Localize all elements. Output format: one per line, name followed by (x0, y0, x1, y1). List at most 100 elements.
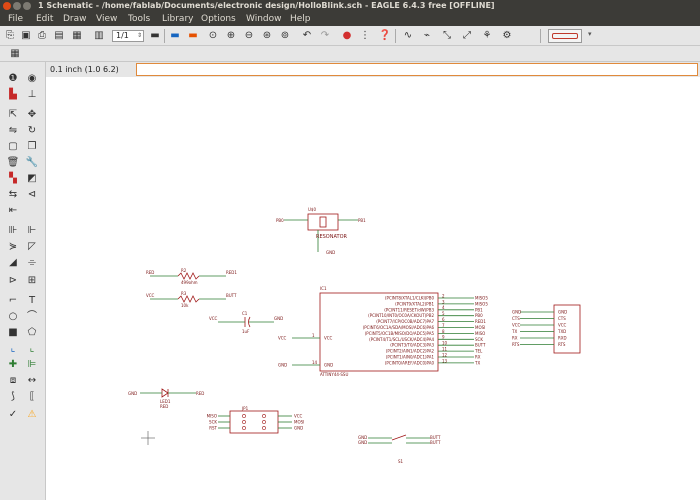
copy-icon[interactable]: ❐ (27, 141, 37, 152)
mark-icon[interactable]: ⊥ (27, 89, 37, 100)
library-update-icon[interactable]: ▬ (188, 30, 198, 41)
warning-icon[interactable]: ⚠ (27, 409, 37, 420)
menu-draw[interactable]: Draw (63, 14, 87, 24)
menu-library[interactable]: Library (162, 14, 194, 24)
resistor-r2[interactable]: R2 RED RED1 499ohm (146, 268, 237, 285)
junction-icon[interactable]: ✚ (8, 359, 18, 370)
grid-icon[interactable]: ▦ (10, 48, 20, 59)
board-switch-icon[interactable]: ▬ (150, 30, 160, 41)
invoke-icon[interactable]: ⋟ (8, 241, 18, 252)
maximize-window-button[interactable] (23, 2, 31, 10)
pinswap-tool-icon[interactable]: ⌯ (28, 257, 36, 268)
cam-processor-icon[interactable]: ▤ (54, 30, 64, 41)
zoom-select-icon[interactable]: ⊚ (280, 30, 290, 41)
redo-icon[interactable]: ↷ (320, 30, 330, 41)
ic1-right-pin-number: 11 (442, 347, 448, 352)
script-icon[interactable]: ▦ (72, 30, 82, 41)
value-icon[interactable]: ⊩ (27, 225, 37, 236)
menu-view[interactable]: View (96, 14, 118, 24)
move-arrows-icon[interactable]: ✥ (27, 109, 37, 120)
rect-icon[interactable]: ■ (8, 327, 18, 338)
delete-icon[interactable]: 🗑 (6, 157, 20, 168)
modules-icon[interactable]: ⟦ (29, 391, 35, 402)
optimize-icon[interactable]: ◢ (9, 257, 17, 268)
pinswap-icon[interactable]: ⌁ (423, 30, 431, 41)
command-input[interactable] (136, 63, 698, 76)
print-icon[interactable]: ⎙ (38, 30, 46, 41)
menu-file[interactable]: File (8, 14, 24, 24)
circle-icon[interactable]: ○ (8, 311, 18, 322)
info-icon[interactable]: ❶ (8, 73, 18, 84)
dimension-icon[interactable]: ↔ (27, 375, 37, 386)
spin-icon[interactable]: ⇕ (136, 32, 142, 39)
erc-icon[interactable]: ⚘ (482, 30, 492, 41)
capacitor-c1[interactable]: C1 VCC GND 1uF (209, 311, 283, 334)
design-link-button[interactable] (548, 29, 582, 43)
gateswap-tool-icon[interactable]: ⊳ (8, 275, 18, 286)
new-file-icon[interactable]: ⎘ (6, 30, 14, 41)
move-icon[interactable]: ⇱ (8, 109, 18, 120)
text-icon[interactable]: T (28, 295, 36, 306)
sheet-select[interactable]: 1/1 ⇕ (112, 30, 144, 42)
gear-icon[interactable]: ⚙ (502, 30, 512, 41)
switch-part[interactable]: GND GND BUTT BUTT S1 (358, 434, 441, 464)
sheet-icon[interactable]: ▥ (94, 30, 104, 41)
frame-icon[interactable]: ⟆ (11, 391, 15, 402)
minimize-window-button[interactable] (13, 2, 21, 10)
ripup-icon[interactable]: ⤢ (463, 30, 471, 41)
arc-icon[interactable]: ⌒ (27, 311, 37, 322)
attribute-icon[interactable]: ⧈ (9, 375, 17, 386)
change-icon[interactable]: 🔧 (25, 157, 39, 168)
signal-icon[interactable]: ∿ (403, 30, 413, 41)
net-icon[interactable]: ⌞ (29, 343, 35, 354)
led-part[interactable]: GND RED LED1 RED (128, 388, 204, 409)
undo-icon[interactable]: ↶ (302, 30, 312, 41)
wire-icon[interactable]: ⌐ (8, 295, 18, 306)
menu-options[interactable]: Options (201, 14, 236, 24)
go-icon[interactable]: ⋮ (360, 30, 370, 41)
gateswap-icon[interactable]: ⇆ (8, 189, 18, 200)
window-title: 1 Schematic - /home/fablab/Documents/ele… (38, 1, 495, 10)
resonator-part[interactable]: U$0 PB0 PB1 RESONATOR GND (276, 207, 366, 255)
menu-help[interactable]: Help (290, 14, 311, 24)
polygon-icon[interactable]: ⬠ (27, 327, 37, 338)
rotate-icon[interactable]: ↻ (27, 125, 37, 136)
zoom-out-icon[interactable]: ⊖ (244, 30, 254, 41)
show-icon[interactable]: ◉ (27, 73, 37, 84)
replace-icon[interactable]: ◩ (27, 173, 37, 184)
zoom-redraw-icon[interactable]: ⊛ (262, 30, 272, 41)
zoom-in-icon[interactable]: ⊕ (226, 30, 236, 41)
menu-window[interactable]: Window (246, 14, 282, 24)
help-icon[interactable]: ❓ (378, 30, 392, 41)
cursor-crosshair (141, 431, 155, 445)
miter-icon[interactable]: ◸ (28, 241, 36, 252)
label-icon[interactable]: ⊫ (27, 359, 37, 370)
save-icon[interactable]: ▣ (21, 30, 31, 41)
menu-tools[interactable]: Tools (128, 14, 151, 24)
split-icon[interactable]: ⇤ (8, 205, 18, 216)
close-window-button[interactable] (3, 2, 11, 10)
ic1-right-pin-number: 10 (442, 341, 448, 346)
net-label-gnd-s1a: GND (358, 435, 367, 440)
resistor-r3[interactable]: R3 VCC BUTT 10k (146, 291, 237, 308)
smash-icon[interactable]: ⊲ (27, 189, 37, 200)
zoom-fit-icon[interactable]: ⊙ (208, 30, 218, 41)
chevron-down-icon[interactable]: ▾ (588, 30, 592, 38)
route-icon[interactable]: ⤡ (443, 30, 451, 41)
group-icon[interactable]: ▢ (8, 141, 18, 152)
paste-icon[interactable]: ▚ (9, 173, 17, 184)
name-icon[interactable]: ⊪ (8, 225, 18, 236)
library-icon[interactable]: ▬ (170, 30, 180, 41)
mirror-icon[interactable]: ⇋ (8, 125, 18, 136)
erc-check-icon[interactable]: ✓ (8, 409, 18, 420)
menu-edit[interactable]: Edit (36, 14, 54, 24)
schematic-canvas[interactable]: U$0 PB0 PB1 RESONATOR GND R2 RED RED1 49… (46, 77, 700, 500)
bus-draw-icon[interactable]: ⌞ (10, 343, 16, 354)
display-icon[interactable]: ▙ (9, 89, 17, 100)
bus-icon[interactable]: ⊞ (27, 275, 37, 286)
stop-icon[interactable]: ● (342, 30, 352, 41)
ic1-right-pin-label: (PCINT10/INT0/OC0A/CKOUT)PB2 (368, 313, 434, 318)
